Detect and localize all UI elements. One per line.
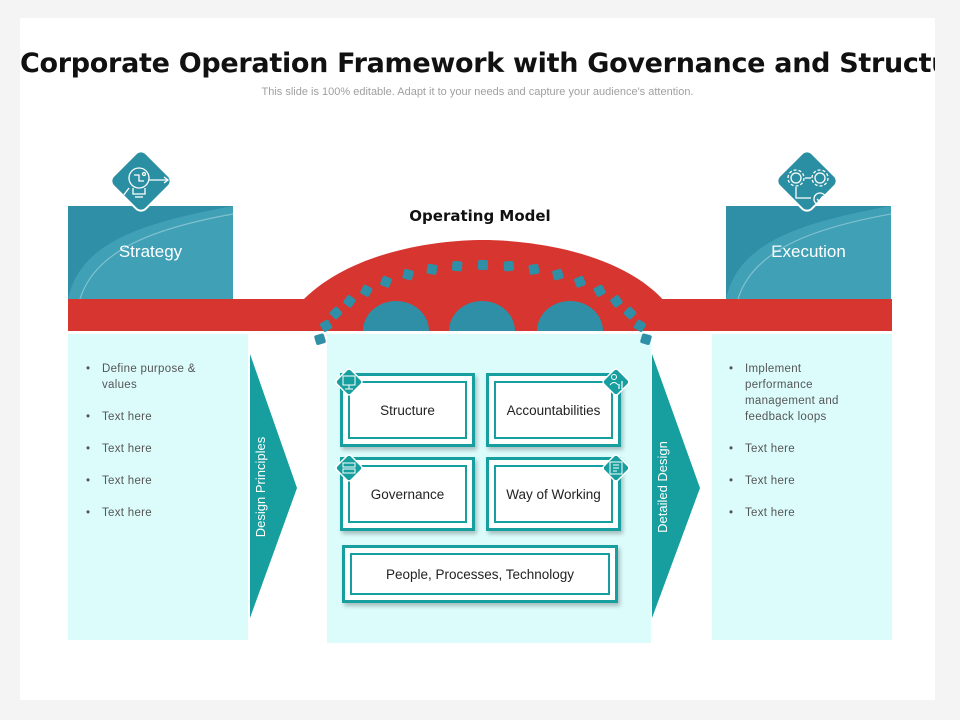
list-item: Implement performance management and fee… xyxy=(725,361,855,425)
strategy-label: Strategy xyxy=(118,242,183,261)
slide: Corporate Operation Framework with Gover… xyxy=(20,18,935,700)
list-item: Text here xyxy=(82,473,210,489)
detailed-design-arrow xyxy=(652,354,700,618)
list-item: Text here xyxy=(725,473,855,489)
arch-window xyxy=(402,268,414,281)
arch-window xyxy=(426,263,438,275)
arch-window xyxy=(633,319,647,332)
page-subtitle: This slide is 100% editable. Adapt it to… xyxy=(261,86,694,98)
list-item: Text here xyxy=(82,441,210,457)
way-of-working-label: Way of Working xyxy=(494,465,613,523)
execution-header xyxy=(726,206,891,299)
execution-label: Execution xyxy=(771,242,846,261)
arch-window xyxy=(451,260,463,272)
arch-window xyxy=(574,275,586,288)
strategy-bullets: Define purpose & values Text here Text h… xyxy=(82,361,210,537)
design-principles-label: Design Principles xyxy=(253,436,268,538)
arch-windows xyxy=(314,260,652,345)
accountabilities-label: Accountabilities xyxy=(494,381,613,439)
way-of-working-badge-icon xyxy=(602,454,630,482)
arch-window xyxy=(478,260,488,270)
accountabilities-box: Accountabilities xyxy=(486,373,621,447)
list-item: Text here xyxy=(725,441,855,457)
list-item: Define purpose & values xyxy=(82,361,210,393)
governance-label: Governance xyxy=(348,465,467,523)
arch-window xyxy=(623,306,637,320)
list-item: Text here xyxy=(82,409,210,425)
bridge-arch xyxy=(68,240,892,331)
structure-box: Structure xyxy=(340,373,475,447)
structure-badge-icon xyxy=(335,368,363,396)
arch-window xyxy=(380,275,392,288)
arch-window xyxy=(343,295,356,308)
arch-window xyxy=(552,268,564,281)
arch-window xyxy=(528,263,540,275)
lightbulb-icon xyxy=(119,167,170,200)
way-of-working-box: Way of Working xyxy=(486,457,621,531)
arch-window xyxy=(360,284,373,297)
gears-flow-icon xyxy=(787,169,829,206)
bridge-diagram xyxy=(68,150,892,618)
governance-badge-icon xyxy=(335,454,363,482)
execution-bullets: Implement performance management and fee… xyxy=(725,361,855,537)
list-item: Text here xyxy=(82,505,210,521)
arch-window xyxy=(314,333,326,345)
people-processes-technology-box: People, Processes, Technology xyxy=(342,545,618,603)
people-processes-technology-label: People, Processes, Technology xyxy=(350,553,610,595)
structure-label: Structure xyxy=(348,381,467,439)
arch-window xyxy=(329,306,343,320)
arch-window xyxy=(593,284,606,297)
arch-window xyxy=(640,333,652,345)
strategy-header xyxy=(68,206,233,299)
list-item: Text here xyxy=(725,505,855,521)
arch-window xyxy=(503,260,515,272)
execution-diamond xyxy=(776,150,838,212)
operating-model-label: Operating Model xyxy=(409,207,551,225)
arch-window xyxy=(610,295,623,308)
page-title: Corporate Operation Framework with Gover… xyxy=(20,48,935,79)
detailed-design-label: Detailed Design xyxy=(655,441,670,533)
arch-window xyxy=(319,319,333,332)
accountabilities-badge-icon xyxy=(602,368,630,396)
design-principles-arrow xyxy=(250,354,297,618)
